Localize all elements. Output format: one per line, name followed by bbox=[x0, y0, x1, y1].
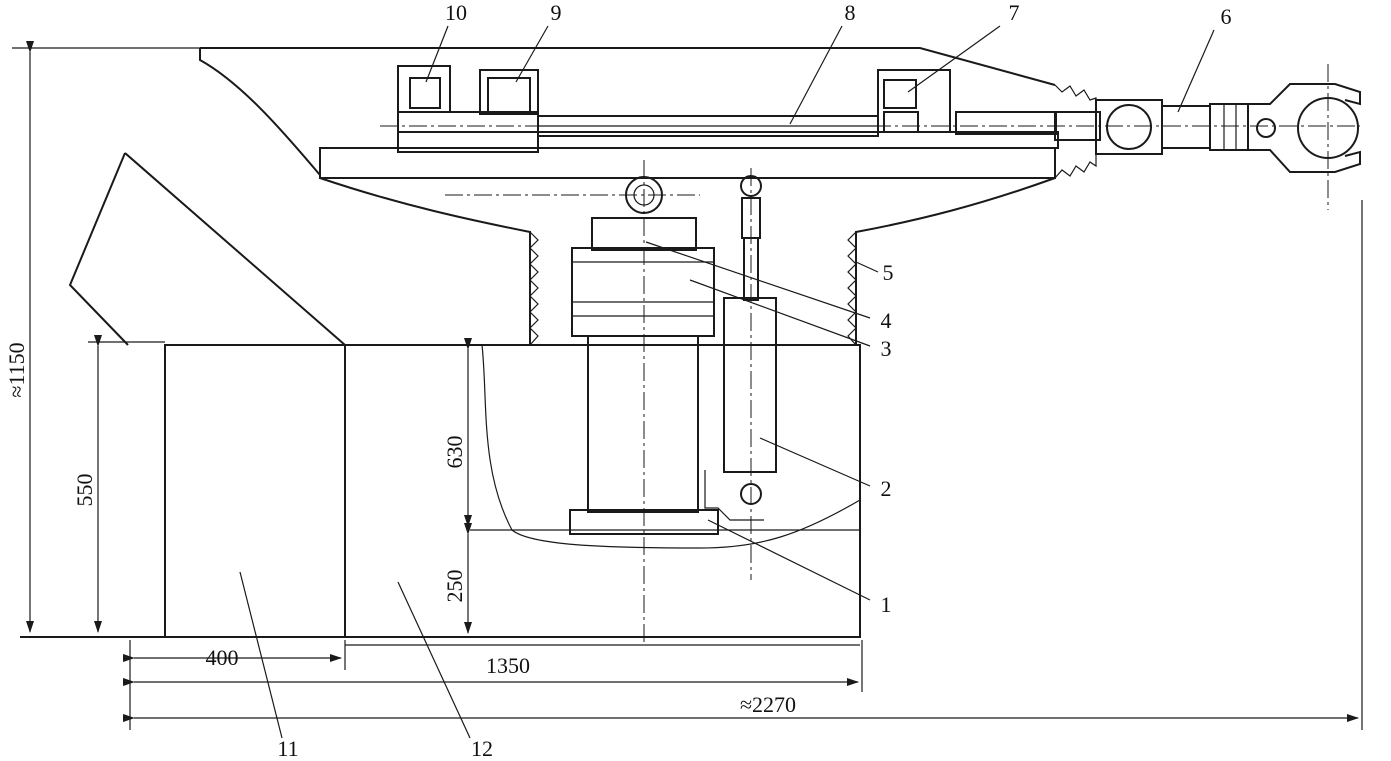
label-part-12: 12 bbox=[471, 736, 493, 761]
gripper-jaw-upper bbox=[1248, 83, 1361, 106]
dim-width-mid: 1350 bbox=[486, 653, 530, 678]
gripper-jaw-lower bbox=[1248, 149, 1361, 173]
label-part-3: 3 bbox=[881, 336, 892, 361]
lift-column bbox=[445, 160, 719, 645]
dim-width-small: 400 bbox=[206, 645, 239, 670]
label-part-9: 9 bbox=[551, 0, 562, 25]
motor-9 bbox=[479, 69, 539, 115]
base-block-left bbox=[164, 344, 346, 638]
arm-carriage bbox=[319, 65, 1360, 179]
motor-10 bbox=[397, 65, 451, 113]
label-part-11: 11 bbox=[277, 736, 298, 761]
bellows-arm bbox=[1054, 84, 1097, 179]
label-part-7: 7 bbox=[1009, 0, 1020, 25]
slanted-support bbox=[68, 152, 346, 346]
dim-total-height: ≈1150 bbox=[4, 342, 29, 397]
turntable-housing bbox=[199, 47, 1097, 346]
cylinder-body-2 bbox=[723, 297, 777, 473]
label-part-8: 8 bbox=[845, 0, 856, 25]
foundation-base bbox=[20, 152, 861, 646]
dim-base-height: 550 bbox=[72, 474, 97, 507]
label-part-6: 6 bbox=[1221, 4, 1232, 29]
dim-pit-lower: 250 bbox=[442, 570, 467, 603]
hydraulic-cylinder bbox=[704, 168, 777, 580]
pit-outline bbox=[481, 344, 861, 549]
dim-width-total: ≈2270 bbox=[740, 692, 796, 717]
label-part-1: 1 bbox=[881, 592, 892, 617]
label-part-5: 5 bbox=[883, 260, 894, 285]
label-part-2: 2 bbox=[881, 476, 892, 501]
bearing-housing-3 bbox=[571, 247, 715, 337]
bellows-left bbox=[529, 231, 539, 346]
base-block-right bbox=[345, 344, 861, 638]
dimension-lines bbox=[12, 41, 1363, 730]
bellows-right bbox=[847, 231, 857, 346]
label-part-10: 10 bbox=[445, 0, 467, 25]
label-part-4: 4 bbox=[881, 308, 892, 333]
dim-pit-upper: 630 bbox=[442, 436, 467, 469]
gripper-assembly bbox=[1054, 64, 1361, 210]
